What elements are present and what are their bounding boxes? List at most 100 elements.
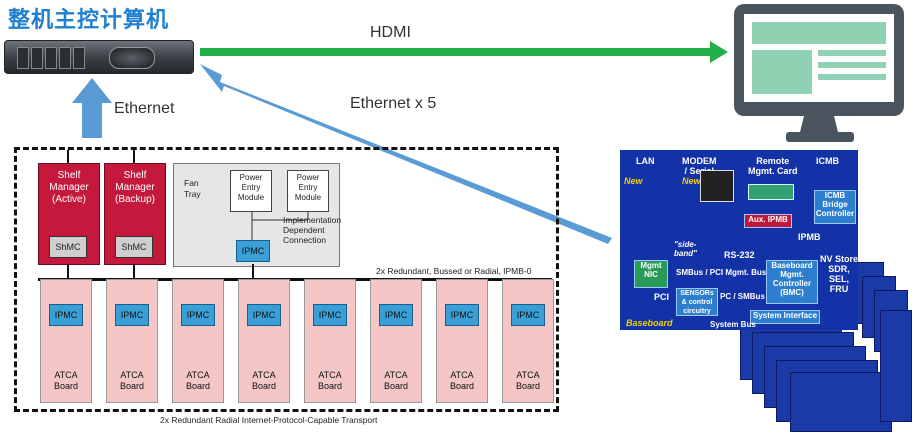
power-entry-module: Power Entry Module	[287, 170, 329, 212]
ipmb-label: IPMB	[798, 232, 821, 242]
server-chassis	[4, 40, 194, 74]
nv-store-line: NV Store	[820, 254, 859, 264]
baseboard-management-diagram: LAN MODEM / Serial Remote Mgmt. Card ICM…	[620, 150, 858, 330]
board-ipmc: IPMC	[511, 304, 545, 326]
rs232-label: RS-232	[724, 250, 755, 260]
sensors-line: & control	[681, 299, 713, 306]
board-ipmc: IPMC	[313, 304, 347, 326]
board-ipmc: IPMC	[445, 304, 479, 326]
shelf-manager-line: Manager	[49, 182, 89, 193]
bmc-box: Baseboard Mgmt. Controller (BMC)	[766, 260, 818, 304]
mgmt-nic-line: NIC	[644, 270, 658, 279]
board-label: Board	[53, 381, 79, 391]
board-label: Board	[383, 381, 409, 391]
mgmt-nic-line: Mgmt	[640, 261, 662, 270]
ethernet-up-arrow	[72, 78, 112, 138]
lan-label: LAN	[636, 156, 655, 166]
shmc-chip: ShMC	[115, 236, 153, 258]
board-label: Board	[119, 381, 145, 391]
system-bus-label: System Bus	[710, 320, 756, 329]
power-entry-line: Module	[294, 193, 322, 202]
remote-card-icon	[748, 184, 794, 200]
board-label: ATCA	[384, 370, 408, 380]
board-ipmc: IPMC	[181, 304, 215, 326]
smbus-label: SMBus / PCI Mgmt. Bus	[676, 268, 767, 277]
aux-ipmb-box: Aux. IPMB	[744, 214, 792, 228]
bus-drop	[67, 264, 69, 278]
remote-line: Remote	[756, 156, 790, 166]
shelf-manager-line: Manager	[115, 182, 155, 193]
shelf-manager-active: Shelf Manager (Active) ShMC	[38, 163, 100, 265]
shelf-manager-line: Shelf	[123, 170, 147, 181]
modem-chip-icon	[700, 170, 734, 202]
implementation-note: Implementation Dependent Connection	[283, 215, 341, 245]
nv-store-line: FRU	[829, 284, 849, 294]
sideband-line: "side-	[674, 240, 697, 249]
board-ipmc: IPMC	[247, 304, 281, 326]
pci-label: PCI	[654, 292, 670, 302]
page-title: 整机主控计算机	[8, 7, 170, 32]
ethernet-x5-label: Ethernet x 5	[350, 95, 437, 112]
shmc-chip: ShMC	[49, 236, 87, 258]
board-label: ATCA	[450, 370, 474, 380]
baseboard-label: Baseboard	[626, 318, 673, 328]
nv-store-label: NV Store SDR, SEL, FRU	[820, 254, 858, 294]
power-entry-line: Entry	[241, 183, 261, 192]
power-entry-line: Power	[296, 173, 320, 182]
modem-line: MODEM	[682, 156, 717, 166]
system-interface-box: System Interface	[750, 310, 820, 324]
drive-bay	[17, 47, 29, 69]
power-entry-line: Power	[239, 173, 263, 182]
board-label: Board	[449, 381, 475, 391]
connector-line	[133, 150, 135, 164]
drive-bay	[59, 47, 71, 69]
board-label: ATCA	[252, 370, 276, 380]
drive-bay	[31, 47, 43, 69]
atca-shelf-frame	[14, 147, 559, 412]
implementation-note-line: Implementation	[283, 215, 342, 225]
power-entry-module: Power Entry Module	[230, 170, 272, 212]
nv-store-line: SDR,	[828, 264, 850, 274]
icmb-bridge-line: ICMB	[824, 191, 846, 200]
implementation-note-line: Connection	[283, 235, 327, 245]
board-label: ATCA	[318, 370, 342, 380]
baseboard-stack-card	[880, 310, 912, 422]
ethernet-label: Ethernet	[114, 100, 175, 117]
icmb-bridge-line: Bridge	[822, 200, 848, 209]
board-label: ATCA	[516, 370, 540, 380]
shelf-manager-line: (Active)	[52, 194, 86, 205]
bmc-line: Controller	[772, 279, 812, 288]
connector-line	[67, 150, 69, 164]
bmc-line: Baseboard	[771, 261, 813, 270]
bus-drop	[252, 264, 254, 278]
hdmi-arrow	[200, 41, 728, 63]
implementation-connector-lines	[251, 212, 309, 240]
board-label: Board	[251, 381, 277, 391]
server-bezel-logo	[109, 47, 155, 69]
hdmi-label: HDMI	[370, 24, 411, 41]
new-label: New	[682, 176, 701, 186]
remote-mgmt-card-label: Remote Mgmt. Card	[748, 156, 798, 176]
board-label: ATCA	[186, 370, 210, 380]
board-label: Board	[185, 381, 211, 391]
board-label: Board	[515, 381, 541, 391]
monitor-icon	[734, 4, 906, 144]
mgmt-nic: Mgmt NIC	[634, 260, 668, 288]
fan-tray-line: Fan	[184, 178, 199, 188]
sensors-line: circuitry	[683, 308, 711, 315]
drive-bay	[73, 47, 85, 69]
implementation-note-line: Dependent	[283, 225, 325, 235]
board-label: Board	[317, 381, 343, 391]
remote-line: Mgmt. Card	[748, 166, 798, 176]
nv-store-line: SEL,	[828, 274, 849, 284]
bmc-line: Mgmt.	[780, 270, 804, 279]
fan-tray-ipmc: IPMC	[236, 240, 270, 262]
shelf-manager-line: Shelf	[57, 170, 81, 181]
power-entry-line: Module	[237, 193, 265, 202]
